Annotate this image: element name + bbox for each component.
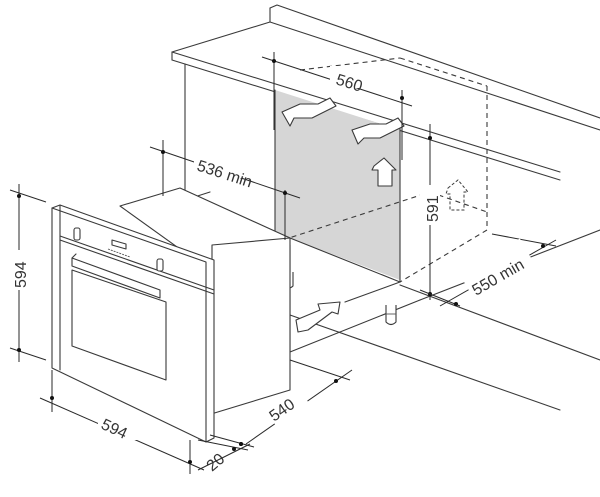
airflow-arrow-up-inside bbox=[371, 157, 397, 187]
dimension-591: 591 bbox=[420, 124, 442, 300]
control-knob-right[interactable] bbox=[156, 258, 164, 272]
airflow-arrow-top-right bbox=[351, 117, 405, 145]
dimension-label-20: 20 bbox=[204, 451, 229, 476]
oven-door-handle[interactable] bbox=[71, 253, 161, 299]
oven-door-window bbox=[71, 269, 167, 381]
oven bbox=[51, 204, 215, 443]
cabinet-foot-right bbox=[385, 305, 397, 326]
oven-display bbox=[107, 239, 131, 258]
dimension-550-min: 550 min bbox=[419, 233, 557, 307]
airflow-arrow-bottom bbox=[295, 301, 341, 333]
dimension-594-height: 594 bbox=[8, 184, 47, 362]
dimension-label-594-height: 594 bbox=[13, 261, 30, 288]
control-knob-left[interactable] bbox=[73, 227, 81, 241]
airflow-arrow-top-left bbox=[281, 97, 337, 127]
dimension-540: 540 bbox=[239, 359, 353, 446]
airflow-arrow-up-behind bbox=[445, 179, 470, 211]
dimension-594-width: 594 bbox=[39, 370, 205, 474]
dimension-label-591: 591 bbox=[425, 195, 442, 222]
